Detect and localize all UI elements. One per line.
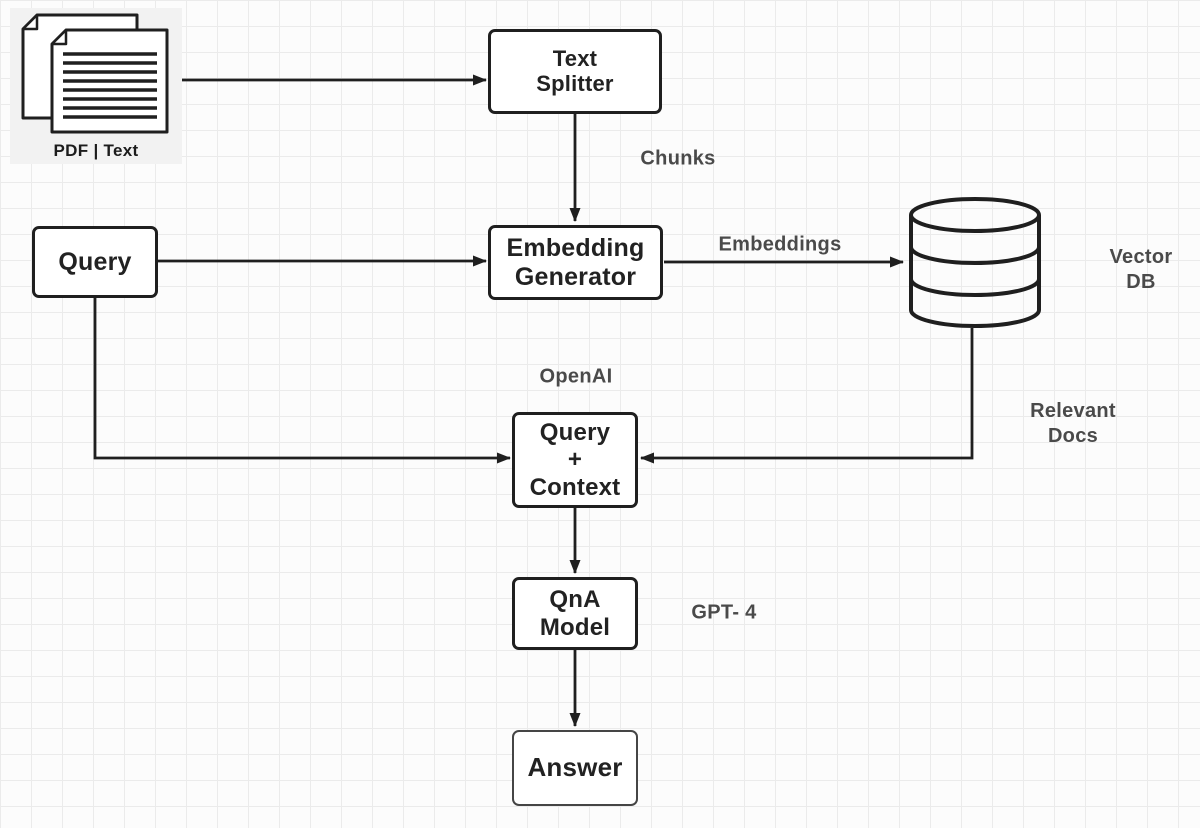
edge-query-to-querycontext bbox=[93, 298, 511, 464]
edge-label-embeddings: Embeddings bbox=[718, 233, 842, 256]
pdf-text-source: PDF | Text bbox=[10, 8, 182, 164]
edge-label-gpt4: GPT- 4 bbox=[691, 601, 757, 624]
pdf-text-label: PDF | Text bbox=[53, 141, 139, 160]
node-answer: Answer bbox=[512, 730, 638, 806]
node-query: Query bbox=[32, 226, 158, 298]
edge-label-chunks: Chunks bbox=[640, 147, 716, 170]
node-embedding-generator: Embedding Generator bbox=[488, 225, 663, 300]
edge-label-relevant-docs: Relevant Docs bbox=[1030, 400, 1116, 447]
edge-label-openai: OpenAI bbox=[539, 365, 613, 388]
edge-vectordb-to-querycontext bbox=[640, 328, 974, 464]
label-vector-db: Vector DB bbox=[1109, 246, 1173, 293]
node-query-context: Query + Context bbox=[512, 412, 638, 508]
node-qna-model: QnA Model bbox=[512, 577, 638, 650]
documents-icon bbox=[21, 13, 169, 134]
database-icon bbox=[909, 197, 1041, 328]
node-text-splitter: Text Splitter bbox=[488, 29, 662, 114]
